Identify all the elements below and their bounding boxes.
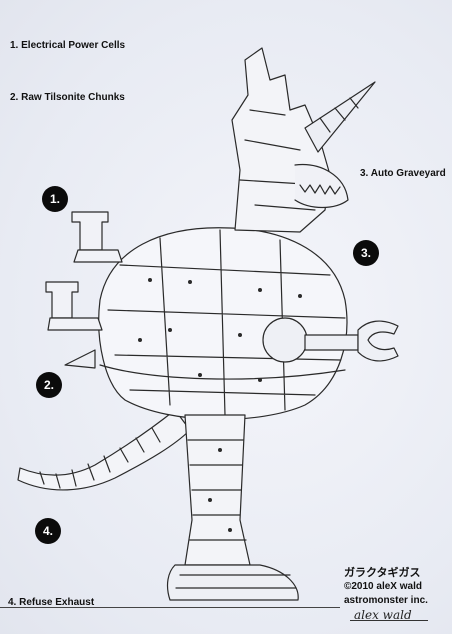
- stack-upper: [71, 211, 109, 251]
- credit-company: astromonster inc.: [344, 595, 428, 606]
- leg-segments: [187, 439, 247, 541]
- marker-4: 4.: [35, 518, 61, 544]
- hull-panels: [107, 229, 346, 416]
- marker-1: 1.: [42, 186, 68, 212]
- signature-underline: [350, 620, 428, 621]
- arm-claw: [357, 320, 399, 362]
- horn-bands: [319, 97, 359, 133]
- foot-treads: [175, 574, 297, 589]
- foot: [166, 564, 299, 601]
- hull-ridge: [99, 364, 346, 380]
- tail-segments: [39, 427, 161, 489]
- label-auto-graveyard: 3. Auto Graveyard: [360, 168, 446, 179]
- stack-lower: [45, 281, 79, 319]
- ground-line: [0, 607, 340, 608]
- tail-outline: [17, 409, 191, 491]
- stack-lower-base: [47, 317, 103, 331]
- label-electrical-power-cells: 1. Electrical Power Cells: [10, 40, 126, 51]
- credit-title-jp: ガラクタギガス: [344, 566, 421, 579]
- credit-copyright: ©2010 aleX wald: [344, 581, 422, 592]
- horn: [304, 81, 376, 153]
- label-raw-tilsonite-chunks: 2. Raw Tilsonite Chunks: [10, 92, 125, 103]
- spike-back: [64, 349, 96, 369]
- jaw: [294, 163, 349, 209]
- marker-2: 2.: [36, 372, 62, 398]
- crest-details: [239, 109, 321, 211]
- arm-joint: [262, 317, 308, 363]
- credit-block: ガラクタギガス ©2010 aleX wald astromonster inc…: [344, 566, 428, 608]
- label-refuse-exhaust: 4. Refuse Exhaust: [8, 597, 95, 608]
- rivets: [138, 278, 302, 532]
- teeth: [299, 184, 341, 195]
- arm-shaft: [304, 334, 359, 351]
- marker-3: 3.: [353, 240, 379, 266]
- stack-upper-base: [73, 249, 123, 263]
- artist-signature: alex wald: [354, 608, 412, 622]
